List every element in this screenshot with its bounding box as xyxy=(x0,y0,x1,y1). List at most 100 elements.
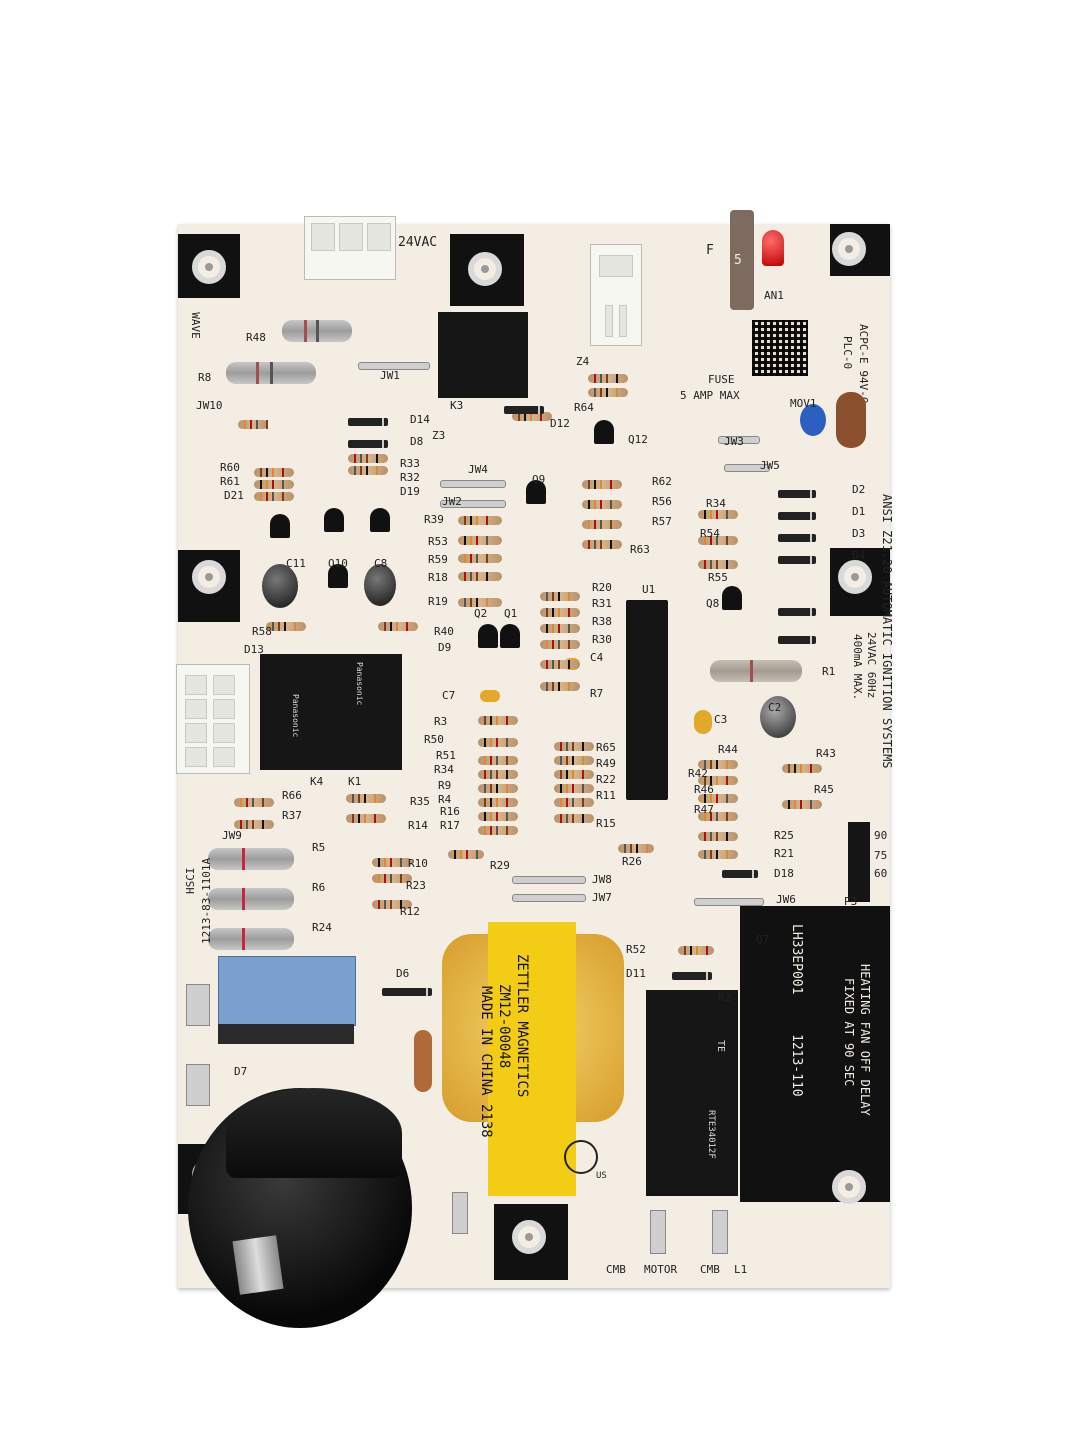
fixed-delay-text: FIXED AT 90 SEC xyxy=(842,978,856,1087)
jumper xyxy=(724,464,770,472)
power-resistor xyxy=(208,928,294,950)
power-connector[interactable] xyxy=(304,216,396,280)
refdes-label: R54 xyxy=(700,527,720,540)
refdes-label: D9 xyxy=(438,641,452,654)
resistor xyxy=(668,946,724,955)
refdes-label: R1 xyxy=(822,665,836,678)
refdes-label: Z3 xyxy=(432,429,446,442)
refdes-label: R20 xyxy=(592,581,612,594)
refdes-label: R32 xyxy=(400,471,420,484)
delay-pin-header[interactable] xyxy=(848,822,870,902)
resistor xyxy=(468,784,528,793)
resistor xyxy=(368,622,428,631)
fuse-value: 5 xyxy=(734,253,742,268)
resistor xyxy=(438,850,494,859)
resistor xyxy=(448,598,512,607)
hsci-text: HSCI xyxy=(184,867,197,895)
spade-terminal[interactable] xyxy=(186,984,210,1026)
refdes-label: Q8 xyxy=(706,597,720,610)
jumper xyxy=(358,362,430,370)
microcontroller-u1 xyxy=(626,600,668,800)
mounting-hole xyxy=(832,1170,866,1204)
mounting-hole xyxy=(832,232,866,266)
spade-terminal[interactable] xyxy=(452,1192,468,1234)
refdes-label: JW8 xyxy=(592,873,612,886)
power-resistor xyxy=(208,848,294,870)
resistor xyxy=(468,738,528,747)
model-number: LH33EP001 xyxy=(789,924,804,995)
fuse-label: FUSE xyxy=(708,373,735,386)
wave-label: WAVE xyxy=(188,312,202,339)
refdes-label: R19 xyxy=(428,595,448,608)
refdes-label: JW2 xyxy=(442,495,462,508)
diode xyxy=(348,418,388,426)
refdes-label: R39 xyxy=(424,513,444,526)
spade-terminal[interactable] xyxy=(186,1064,210,1106)
refdes-label: Q9 xyxy=(532,473,546,486)
electrolytic-capacitor xyxy=(262,564,298,608)
refdes-label: JW6 xyxy=(776,893,796,906)
refdes-label: JW10 xyxy=(196,399,223,412)
resistor xyxy=(338,454,398,463)
relay-k2: RTE34012F TE xyxy=(646,990,738,1196)
rating-text: 24VAC 60Hz xyxy=(865,632,878,699)
resistor xyxy=(578,374,638,383)
resistor xyxy=(448,572,512,581)
resistor xyxy=(688,560,748,569)
diode-d6 xyxy=(382,988,432,996)
refdes-label: Q10 xyxy=(328,557,348,570)
diode xyxy=(778,534,816,542)
refdes-label: R49 xyxy=(596,757,616,770)
refdes-label: R42 xyxy=(688,767,708,780)
igniter-terminal[interactable] xyxy=(232,1235,284,1295)
resistor xyxy=(688,776,748,785)
refdes-label: R65 xyxy=(596,741,616,754)
refdes-label: D12 xyxy=(550,417,570,430)
diode xyxy=(504,406,544,414)
circuit-board: 24VAC 5 F AN1 FUSE 5 AMP MAX ACPC-E 94V-… xyxy=(176,210,894,1288)
transistor-q2 xyxy=(478,624,498,648)
relay-k4: Panasonic xyxy=(260,654,318,770)
refdes-label: R15 xyxy=(596,817,616,830)
ceramic-capacitor xyxy=(480,690,500,702)
resistor xyxy=(572,520,632,529)
refdes-label: D18 xyxy=(774,867,794,880)
resistor xyxy=(468,826,528,835)
refdes-label: R12 xyxy=(400,905,420,918)
mounting-hole xyxy=(192,560,226,594)
refdes-label: JW5 xyxy=(760,459,780,472)
diode xyxy=(778,636,816,644)
igniter-housing xyxy=(226,1088,402,1178)
refdes-label: D14 xyxy=(410,413,430,426)
resistor-r1 xyxy=(710,660,802,682)
power-resistor xyxy=(208,888,294,910)
refdes-label: R59 xyxy=(428,553,448,566)
refdes-label: C11 xyxy=(286,557,306,570)
resistor xyxy=(688,832,748,841)
cmb-l1-terminal[interactable] xyxy=(712,1210,728,1254)
plc-text: PLC-0 xyxy=(841,336,854,370)
cmb-motor-terminal[interactable] xyxy=(650,1210,666,1254)
resistor xyxy=(468,812,528,821)
x-capacitor-base xyxy=(218,1024,354,1044)
resistor xyxy=(688,794,748,803)
resistor xyxy=(572,500,632,509)
resistor xyxy=(362,900,422,909)
refdes-label: R48 xyxy=(246,331,266,344)
resistor xyxy=(772,800,832,809)
refdes-label: JW1 xyxy=(380,369,400,382)
model-code: 1213-110 xyxy=(789,1034,804,1097)
ceramic-capacitor xyxy=(414,1030,432,1092)
harness-connector[interactable] xyxy=(176,664,250,774)
transformer-part: ZM12-00048 xyxy=(496,984,512,1069)
jumper xyxy=(694,898,764,906)
transistor-q8 xyxy=(722,586,742,610)
resistor xyxy=(468,798,528,807)
resistor xyxy=(544,784,604,793)
resistor xyxy=(530,624,590,633)
refdes-label: D7 xyxy=(234,1065,248,1078)
fan-connector[interactable] xyxy=(590,244,642,346)
board-code: 1213-83-1101A xyxy=(200,857,213,944)
refdes-label: R29 xyxy=(490,859,510,872)
resistor xyxy=(688,510,748,519)
